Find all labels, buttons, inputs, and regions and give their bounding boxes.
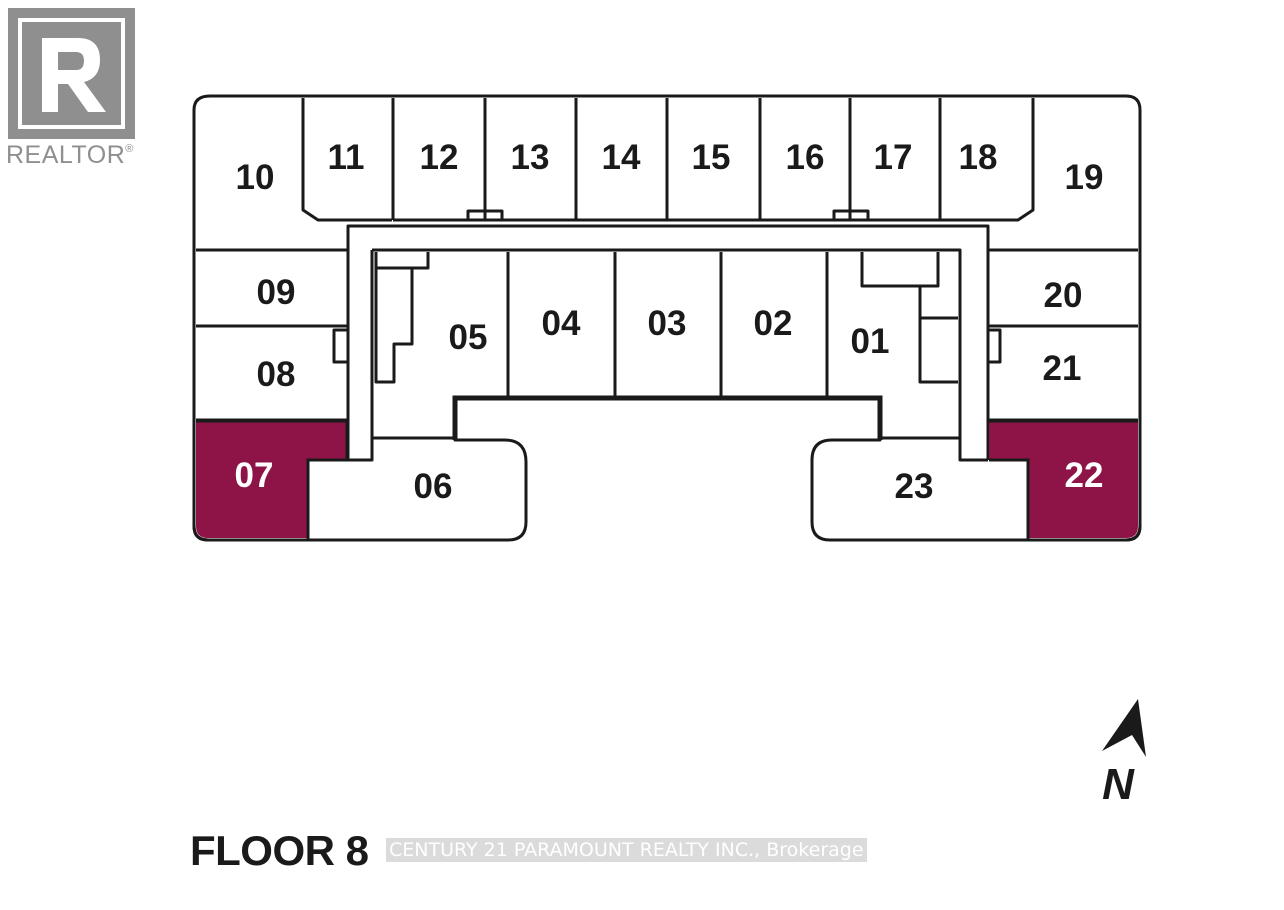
shaft: [466, 209, 504, 222]
unit-01-label[interactable]: 01: [851, 322, 890, 361]
courtyard-edge: [452, 395, 883, 440]
wall: [192, 420, 1142, 542]
realtor-r-icon: [8, 8, 135, 139]
unit-22-label[interactable]: 22: [1065, 456, 1104, 495]
unit-07-highlight[interactable]: [196, 421, 347, 538]
realtor-logo: [8, 8, 135, 139]
unit-23-label[interactable]: 23: [895, 467, 934, 506]
realtor-wordmark: REALTOR®: [6, 141, 134, 170]
unit-11-label[interactable]: 11: [328, 138, 365, 177]
corridor-wall: [372, 248, 988, 462]
wall: [196, 419, 349, 540]
realtor-name: REALTOR: [6, 141, 126, 169]
unit-17-label[interactable]: 17: [874, 138, 913, 177]
unit-21-label[interactable]: 21: [1043, 349, 1082, 388]
unit-09-label[interactable]: 09: [257, 273, 296, 312]
unit-18-label[interactable]: 18: [959, 138, 998, 177]
unit-14-label[interactable]: 14: [602, 138, 641, 177]
north-label: N: [1102, 760, 1135, 805]
wall: [989, 419, 1138, 540]
unit-04-label[interactable]: 04: [542, 304, 581, 343]
unit-02-label[interactable]: 02: [754, 304, 793, 343]
service-room: [918, 286, 958, 384]
service-room: [860, 252, 940, 288]
shaft: [986, 328, 1002, 364]
unit-16-label[interactable]: 16: [786, 138, 825, 177]
unit-08-label[interactable]: 08: [257, 355, 296, 394]
north-arrow-icon: N: [1102, 699, 1146, 809]
corridor-wall: [196, 224, 1138, 252]
registered-mark: ®: [125, 143, 134, 155]
north-arrow: N: [1090, 695, 1150, 809]
unit-22-highlight[interactable]: [989, 421, 1138, 538]
unit-19-label[interactable]: 19: [1065, 158, 1104, 197]
unit-15-label[interactable]: 15: [692, 138, 731, 177]
brokerage-watermark: CENTURY 21 PARAMOUNT REALTY INC., Broker…: [386, 838, 867, 862]
unit-05-label[interactable]: 05: [449, 318, 488, 357]
floor-title: FLOOR 8: [190, 827, 369, 874]
unit-03-label[interactable]: 03: [648, 304, 687, 343]
unit-20-label[interactable]: 20: [1044, 276, 1083, 315]
unit-07-label[interactable]: 07: [235, 456, 274, 495]
unit-10-label[interactable]: 10: [236, 158, 275, 197]
service-room: [374, 252, 430, 384]
unit-13-label[interactable]: 13: [511, 138, 550, 177]
shaft: [832, 209, 870, 222]
unit-06-label[interactable]: 06: [414, 467, 453, 506]
wall: [301, 98, 392, 222]
unit-12-label[interactable]: 12: [420, 138, 459, 177]
shaft: [332, 328, 350, 364]
